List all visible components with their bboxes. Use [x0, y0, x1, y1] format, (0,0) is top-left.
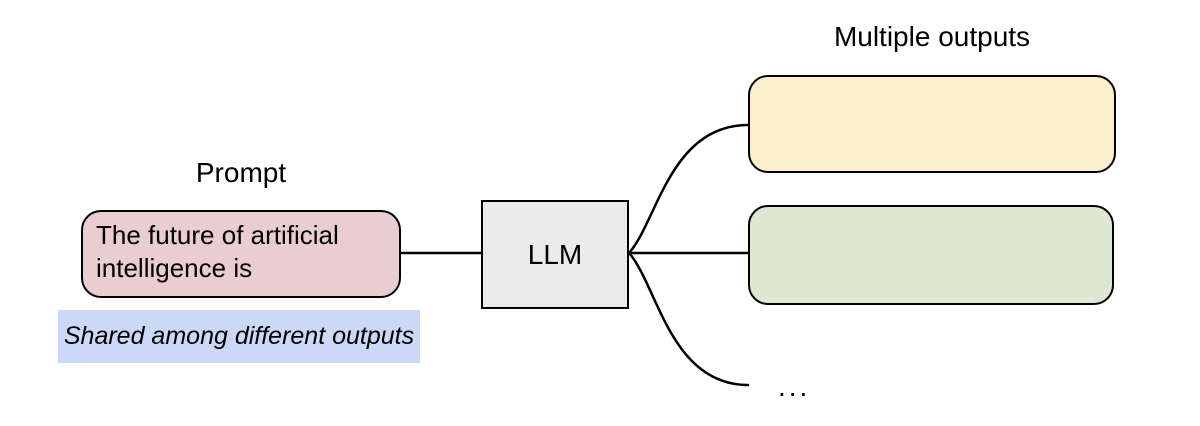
llm-label: LLM: [527, 238, 583, 270]
connector-llm-to-ellipsis: [627, 251, 750, 387]
prompt-text-line-1: The future of artificial: [96, 220, 339, 250]
output-box-1: [748, 75, 1116, 173]
output-box-2: [748, 205, 1114, 305]
shared-note-text: Shared among different outputs: [63, 322, 415, 350]
prompt-box: The future of artificial intelligence is: [81, 210, 401, 298]
more-outputs-ellipsis: ...: [778, 371, 811, 402]
prompt-label: Prompt: [195, 157, 287, 188]
multiple-outputs-label: Multiple outputs: [833, 21, 1031, 52]
shared-note: Shared among different outputs: [58, 310, 420, 363]
prompt-text-line-2: intelligence is: [96, 253, 253, 283]
connector-llm-to-output-1: [627, 123, 750, 255]
llm-box: LLM: [481, 200, 629, 309]
